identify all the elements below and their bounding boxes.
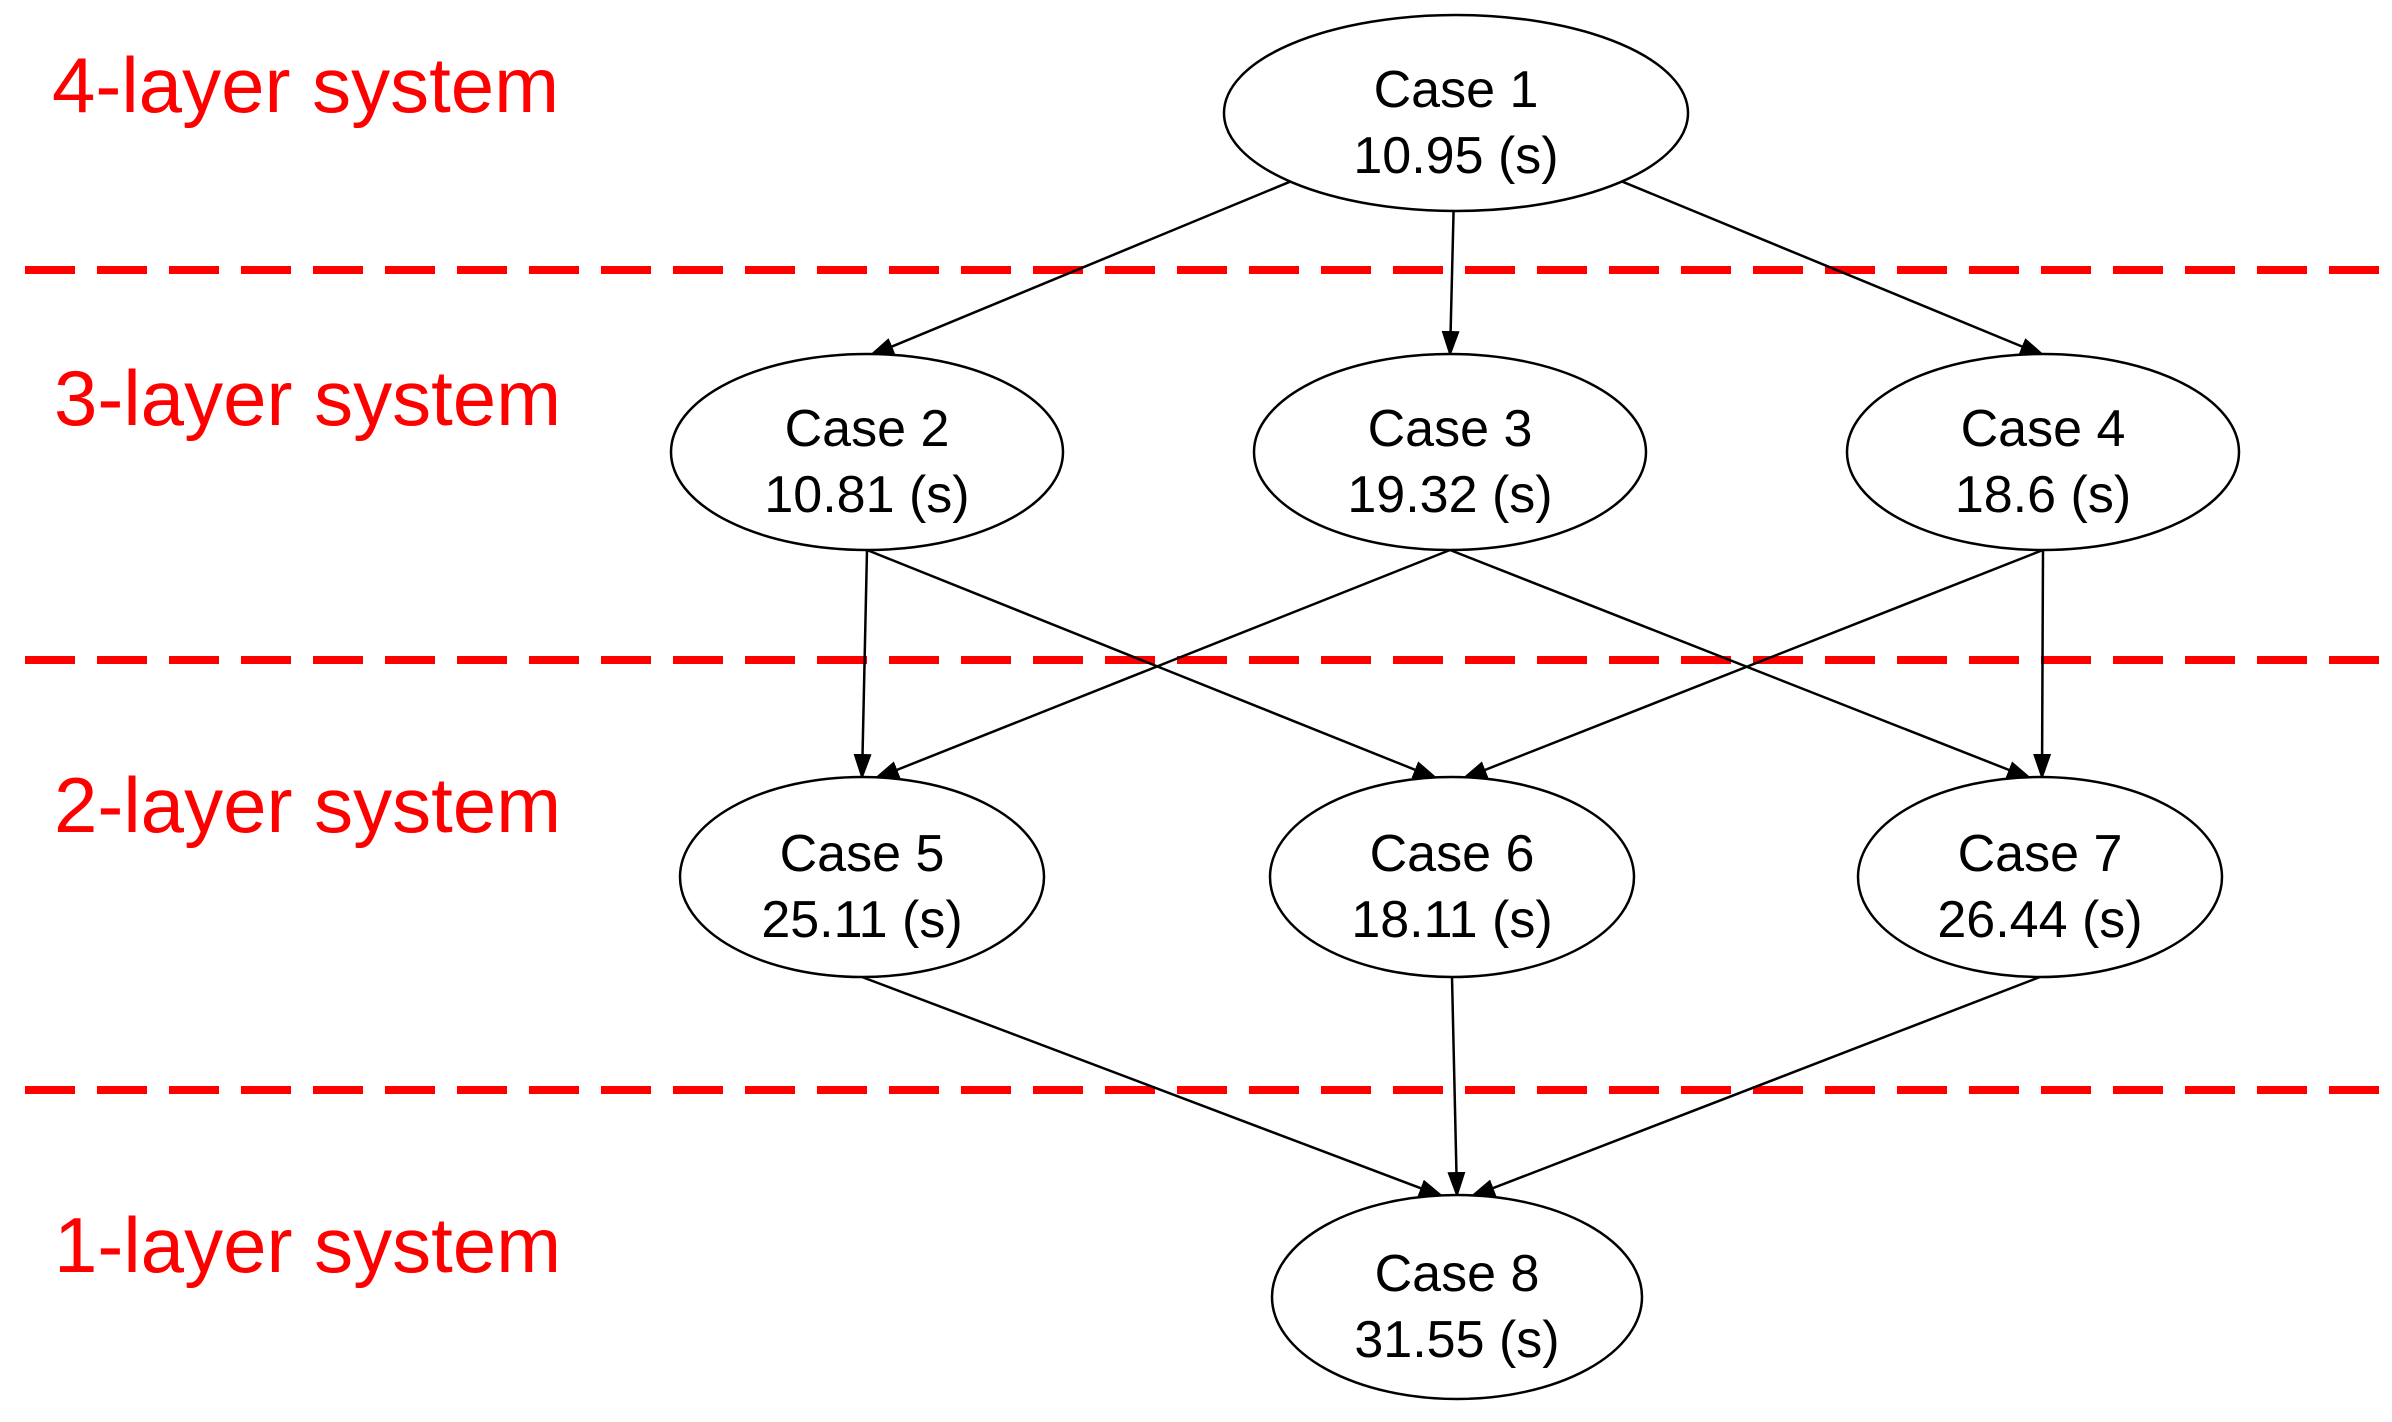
- edge-case7-to-case8: [1469, 975, 2041, 1199]
- node-ellipse-case4: [1845, 352, 2241, 552]
- node-case1: Case 1 10.95 (s): [1222, 13, 1690, 213]
- edge-case4-to-case7: [2033, 549, 2052, 780]
- node-ellipse-case6: [1268, 775, 1636, 979]
- layer-label-layer-3: 3-layer system: [54, 354, 561, 442]
- node-time-case4: 18.6 (s): [1955, 466, 2131, 524]
- node-case3: Case 3 19.32 (s): [1252, 352, 1648, 552]
- layer-label-layer-1: 1-layer system: [54, 1201, 561, 1289]
- node-time-case8: 31.55 (s): [1354, 1311, 1559, 1369]
- edge-case2-to-case6: [866, 548, 1439, 781]
- node-time-case5: 25.11 (s): [761, 891, 962, 949]
- edge-case4-to-case6: [1461, 548, 2044, 781]
- node-ellipse-case5: [678, 775, 1046, 979]
- node-case4: Case 4 18.6 (s): [1845, 352, 2241, 552]
- node-ellipse-case2: [669, 352, 1065, 552]
- node-case8: Case 8 31.55 (s): [1270, 1193, 1644, 1401]
- node-title-case3: Case 3: [1368, 400, 1533, 458]
- node-title-case8: Case 8: [1375, 1245, 1540, 1303]
- edge-case2-to-case5: [853, 549, 872, 780]
- layer-label-layer-4: 4-layer system: [52, 41, 559, 129]
- node-case7: Case 7 26.44 (s): [1856, 775, 2224, 979]
- node-time-case7: 26.44 (s): [1937, 891, 2142, 949]
- node-title-case1: Case 1: [1374, 61, 1539, 119]
- node-title-case5: Case 5: [780, 825, 945, 883]
- node-title-case4: Case 4: [1961, 400, 2126, 458]
- node-title-case6: Case 6: [1370, 825, 1535, 883]
- edge-case3-to-case5: [873, 548, 1451, 781]
- node-time-case2: 10.81 (s): [764, 466, 969, 524]
- edge-case5-to-case8: [861, 975, 1445, 1199]
- node-case5: Case 5 25.11 (s): [678, 775, 1046, 979]
- node-time-case6: 18.11 (s): [1351, 891, 1552, 949]
- edge-case3-to-case7: [1449, 548, 2033, 781]
- node-ellipse-case7: [1856, 775, 2224, 979]
- node-title-case2: Case 2: [785, 400, 950, 458]
- node-time-case3: 19.32 (s): [1347, 466, 1552, 524]
- node-ellipse-case8: [1270, 1193, 1644, 1401]
- node-time-case1: 10.95 (s): [1353, 127, 1558, 185]
- node-ellipse-case3: [1252, 352, 1648, 552]
- node-title-case7: Case 7: [1958, 825, 2123, 883]
- layer-label-layer-2: 2-layer system: [54, 761, 561, 849]
- node-case2: Case 2 10.81 (s): [669, 352, 1065, 552]
- node-ellipse-case1: [1222, 13, 1690, 213]
- node-case6: Case 6 18.11 (s): [1268, 775, 1636, 979]
- edge-case6-to-case8: [1447, 976, 1466, 1198]
